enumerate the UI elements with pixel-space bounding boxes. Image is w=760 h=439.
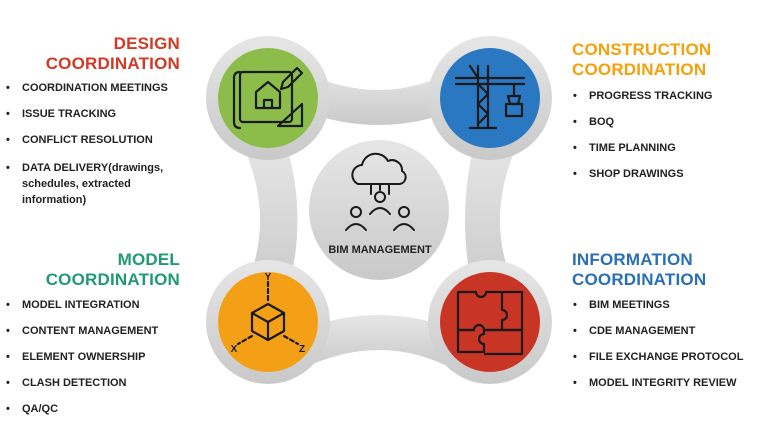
information-circle	[440, 272, 540, 372]
list-item: SHOP DRAWINGS	[573, 168, 753, 194]
design-title-line1: DESIGN	[113, 34, 180, 53]
list-item: MODEL INTEGRITY REVIEW	[573, 377, 758, 403]
center-label: BIM MANAGEMENT	[328, 244, 432, 256]
design-list: COORDINATION MEETINGS ISSUE TRACKING CON…	[6, 82, 206, 208]
information-heading: INFORMATION COORDINATION	[572, 250, 752, 290]
center-circle	[309, 140, 449, 280]
connector-top	[300, 70, 455, 125]
list-item: DATA DELIVERY(drawings, schedules, extra…	[6, 160, 197, 208]
team-cloud-icon	[345, 152, 415, 231]
design-title-line2: COORDINATION	[45, 54, 180, 73]
model-title-line1: MODEL	[117, 250, 180, 269]
information-title-line2: COORDINATION	[572, 270, 707, 289]
design-heading: DESIGN COORDINATION	[20, 34, 180, 74]
list-item: BOQ	[573, 116, 753, 142]
blueprint-drafting-icon	[232, 66, 304, 130]
list-item: COORDINATION MEETINGS	[6, 82, 206, 108]
model-list: MODEL INTEGRATION CONTENT MANAGEMENT ELE…	[6, 299, 206, 429]
list-item: ELEMENT OWNERSHIP	[6, 351, 206, 377]
construction-title-line1: CONSTRUCTION	[572, 40, 712, 59]
model-title-line2: COORDINATION	[45, 270, 180, 289]
svg-text:Z: Z	[299, 344, 305, 355]
information-list: BIM MEETINGS CDE MANAGEMENT FILE EXCHANG…	[573, 299, 758, 403]
puzzle-pieces-icon	[456, 290, 524, 356]
svg-text:Y: Y	[265, 272, 272, 283]
list-item: CONFLICT RESOLUTION	[6, 134, 206, 160]
list-item: FILE EXCHANGE PROTOCOL	[573, 351, 758, 377]
construction-list: PROGRESS TRACKING BOQ TIME PLANNING SHOP…	[573, 90, 753, 194]
connector-left	[240, 140, 298, 300]
construction-title-line2: COORDINATION	[572, 60, 707, 79]
list-item: PROGRESS TRACKING	[573, 90, 753, 116]
tower-crane-icon	[454, 64, 526, 130]
svg-text:X: X	[231, 344, 238, 355]
connector-right	[465, 140, 520, 300]
list-item: QA/QC	[6, 403, 206, 429]
connector-bottom	[300, 315, 455, 370]
construction-circle	[440, 48, 540, 148]
list-item: ISSUE TRACKING	[6, 108, 206, 134]
information-title-line1: INFORMATION	[572, 250, 693, 269]
list-item: TIME PLANNING	[573, 142, 753, 168]
model-heading: MODEL COORDINATION	[20, 250, 180, 290]
construction-heading: CONSTRUCTION COORDINATION	[572, 40, 752, 80]
list-item: CONTENT MANAGEMENT	[6, 325, 206, 351]
xyz-cube-icon: Y X Z	[231, 272, 305, 355]
list-item: CDE MANAGEMENT	[573, 325, 758, 351]
list-item: BIM MEETINGS	[573, 299, 758, 325]
list-item: CLASH DETECTION	[6, 377, 206, 403]
list-item: MODEL INTEGRATION	[6, 299, 206, 325]
